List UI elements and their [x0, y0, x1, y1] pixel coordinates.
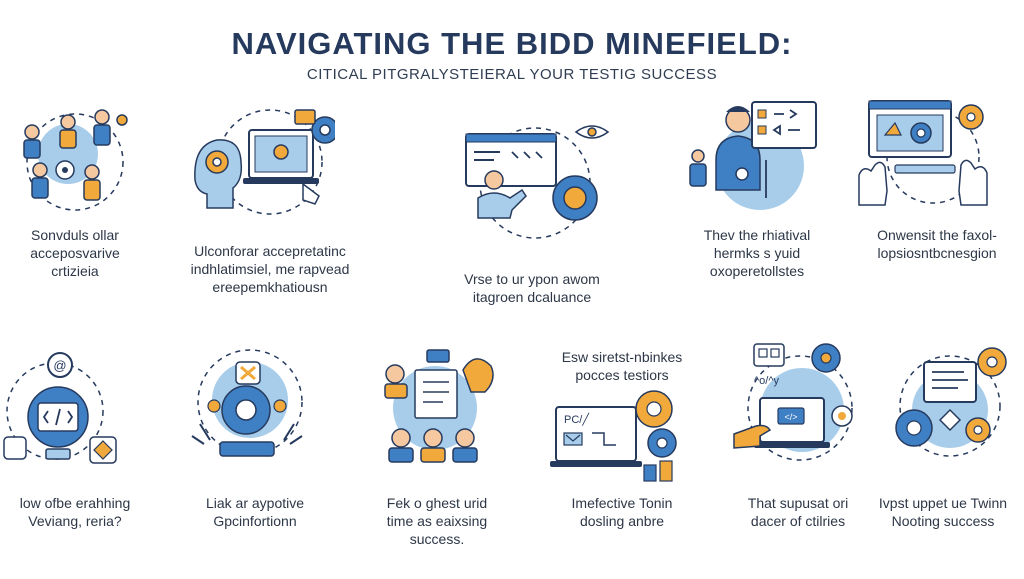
svg-text:PC/╱: PC/╱: [564, 412, 590, 426]
head-gear-laptop-icon: [185, 100, 335, 230]
svg-text:@: @: [53, 358, 66, 373]
gear-arrows-icon: [180, 340, 330, 470]
page-title: NAVIGATING THE BIDD MINEFIELD:: [231, 26, 793, 61]
caption-5: Onwensit the faxol-lopsiosntbcnesgion: [877, 227, 997, 261]
screen-gears-icon: [880, 340, 1024, 470]
svg-text:</>: </>: [784, 412, 797, 422]
presentation-eye-icon: [460, 118, 610, 248]
svg-text:^o/^y: ^o/^y: [754, 375, 779, 387]
code-lightbulb-icon: @: [0, 345, 150, 475]
team-meeting-icon: [10, 92, 160, 222]
team-document-icon: [375, 340, 525, 470]
hands-screen-icon: [855, 95, 1005, 225]
code-developer-icon: [680, 90, 830, 220]
page-subtitle: CITICAL PITGRALYSTEIERAL YOUR TESTIG SUC…: [306, 66, 718, 83]
laptop-gears-icon: PC/╱: [550, 385, 700, 515]
laptop-hand-code-icon: ^o/^y </>: [730, 338, 880, 468]
